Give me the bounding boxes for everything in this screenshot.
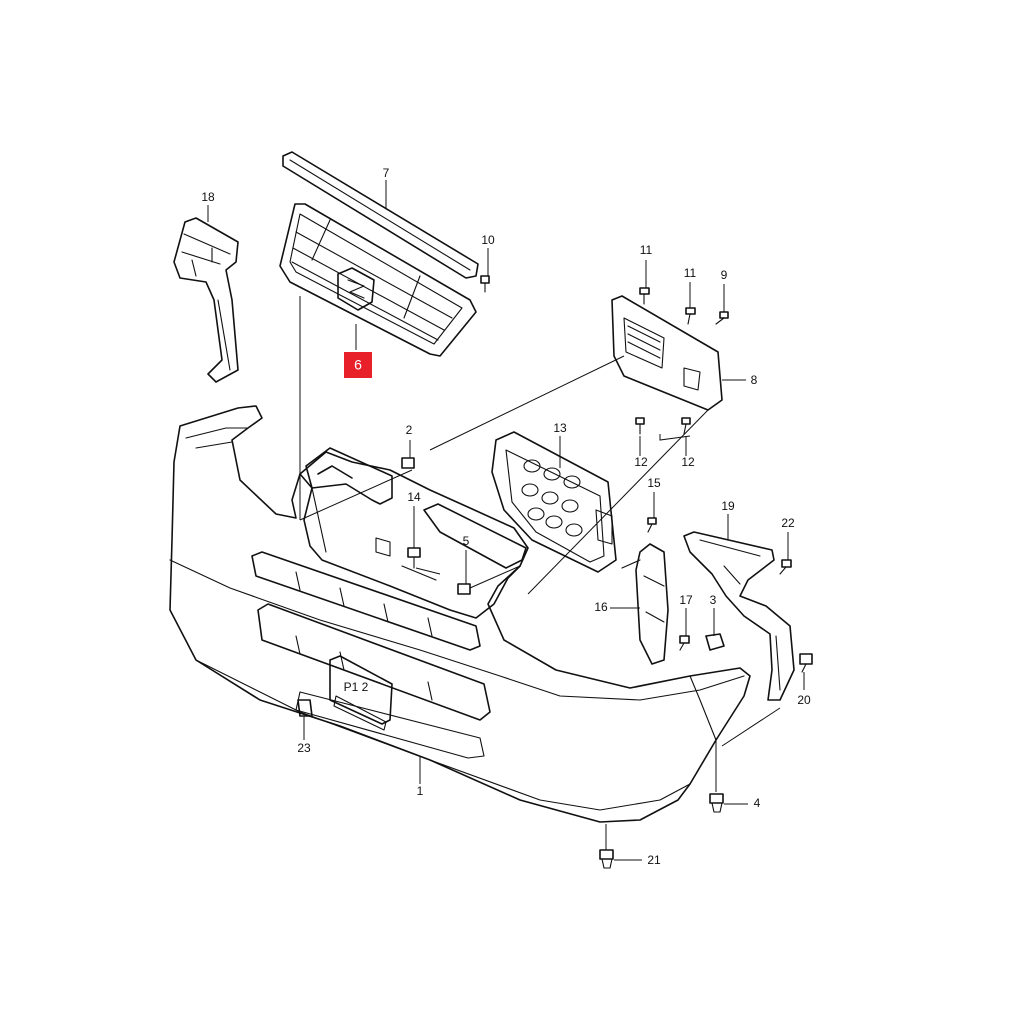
- callout-leaders: [207, 180, 805, 861]
- callout-14: 14: [407, 490, 421, 504]
- nut-2: [401, 457, 415, 469]
- callout-20: 20: [797, 693, 811, 707]
- part-8-side-panel: [611, 295, 723, 411]
- callout-3: 3: [710, 593, 717, 607]
- highlight-callout-6: 6: [344, 352, 372, 378]
- part-1-bumper-cover: [169, 405, 751, 823]
- clip-23: [297, 699, 313, 717]
- part-19-right-bracket: [683, 531, 795, 701]
- part-7-grille-molding: [282, 151, 479, 279]
- callout-11a: 11: [640, 243, 653, 257]
- fasteners: [297, 275, 813, 869]
- highlight-badge: [344, 352, 372, 378]
- screw-9: [715, 311, 729, 325]
- callout-19: 19: [721, 499, 735, 513]
- bolt-10: [480, 275, 490, 293]
- bolt-11a: [639, 287, 650, 305]
- clip-3: [705, 633, 725, 651]
- highlight-label: 6: [354, 357, 362, 373]
- callout-8: 8: [751, 373, 758, 387]
- bolt-4: [709, 793, 724, 813]
- callout-10: 10: [481, 233, 495, 247]
- part-6-front-grille: [279, 203, 477, 357]
- callout-4: 4: [754, 796, 761, 810]
- callout-2: 2: [406, 423, 413, 437]
- part-18-left-bracket: [173, 217, 239, 383]
- bolt-21: [599, 849, 614, 869]
- callout-21: 21: [647, 853, 661, 867]
- screw-12a: [635, 417, 645, 435]
- screw-15: [647, 517, 657, 533]
- callout-13: 13: [553, 421, 567, 435]
- screw-17: [679, 635, 690, 651]
- screw-12b: [681, 417, 691, 435]
- license-plate-bracket: P1 2: [329, 655, 393, 731]
- callout-15: 15: [647, 476, 661, 490]
- callout-9: 9: [721, 268, 728, 282]
- bolt-11b: [685, 307, 696, 325]
- callout-12b: 12: [681, 455, 695, 469]
- screw-22: [779, 559, 792, 575]
- callout-22: 22: [781, 516, 795, 530]
- plate-label: P1 2: [344, 680, 369, 694]
- callout-12a: 12: [634, 455, 648, 469]
- bolt-14: [407, 547, 421, 569]
- bolt-5: [457, 583, 471, 595]
- callout-labels: 7 18 10 11 11 9 8 12 12 2 13 15 14 5 19 …: [201, 166, 811, 867]
- assembly-lines: [299, 296, 781, 850]
- callout-5: 5: [463, 534, 470, 548]
- callout-11b: 11: [684, 266, 697, 280]
- callout-17: 17: [679, 593, 693, 607]
- callout-16: 16: [594, 600, 608, 614]
- part-16-inner-bracket: [621, 543, 669, 665]
- callout-1: 1: [417, 784, 424, 798]
- part-13-fog-grille: [491, 431, 617, 573]
- callout-23: 23: [297, 741, 311, 755]
- bolt-20: [799, 653, 813, 673]
- callout-18: 18: [201, 190, 215, 204]
- callout-7: 7: [383, 166, 390, 180]
